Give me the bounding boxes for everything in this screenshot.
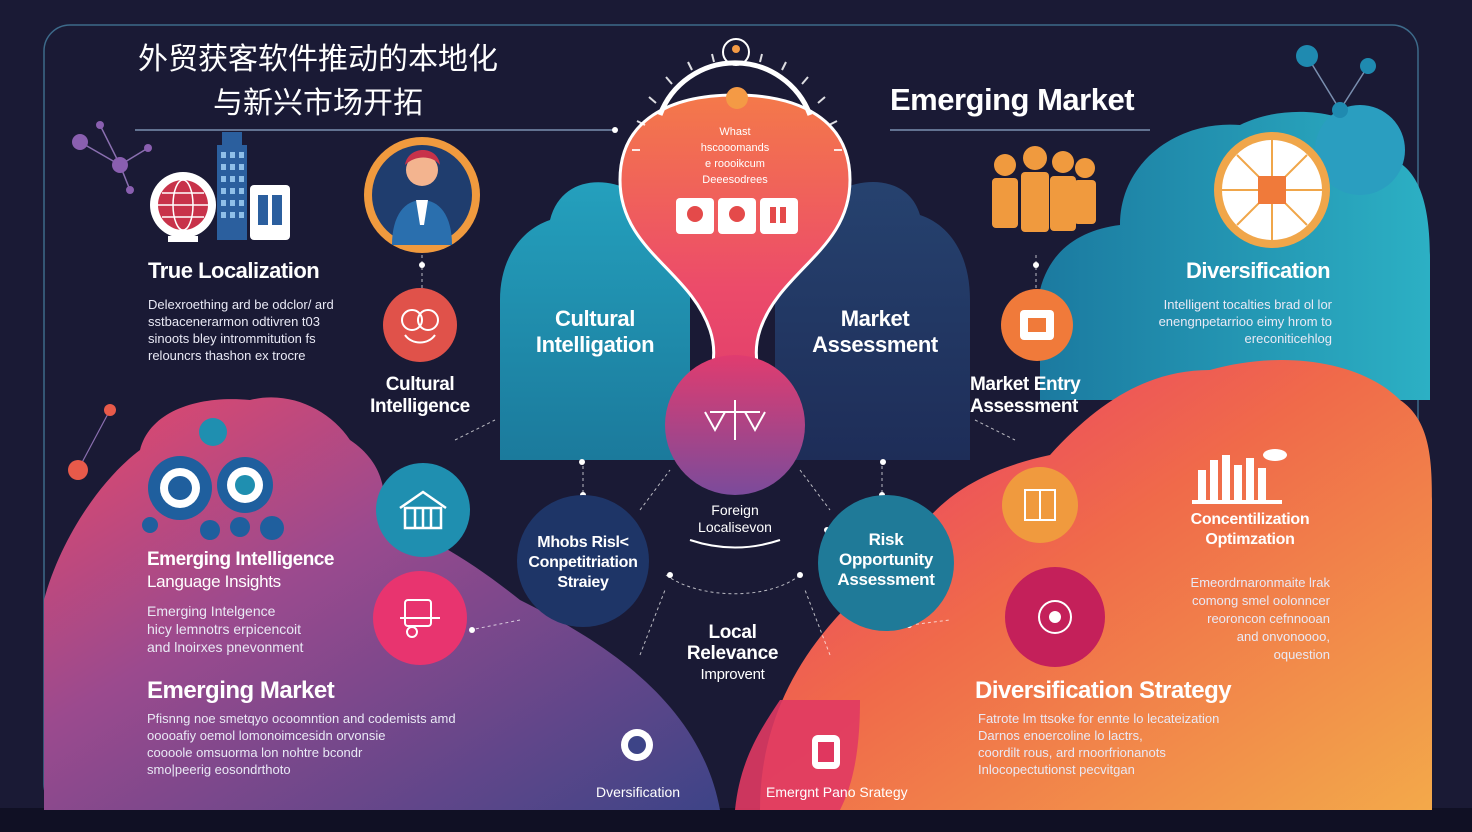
- bar-chart-icon: [1192, 449, 1287, 504]
- true-localization-title: True Localization: [148, 258, 320, 283]
- person-box-icon: [722, 38, 750, 66]
- node-line: Mhobs Risl<: [537, 534, 629, 551]
- local-relevance-label: Local Relevance Improvent: [670, 622, 795, 685]
- box-icon: [1002, 467, 1078, 543]
- header-emerging-market: Emerging Market: [890, 82, 1135, 117]
- risk-opportunity-node: [818, 495, 954, 631]
- emerging-intelligence-body: Emerging Intelgence hicy lemnotrs erpice…: [147, 602, 303, 656]
- label-line: Foreign: [711, 502, 759, 518]
- diversification-body: Intelligent tocalties brad ol lor enengn…: [1092, 296, 1332, 347]
- body-line: and onvonoooo,: [1236, 629, 1330, 644]
- body-line: Fatrote lm ttsoke for ennte lo lecateiza…: [978, 711, 1220, 726]
- product-tiles-icon: [676, 198, 798, 234]
- body-line: comong smel oolonncer: [1191, 593, 1330, 608]
- cultural-intelligation-label: Cultural Intelligation: [535, 306, 655, 357]
- diversification-strategy-body: Fatrote lm ttsoke for ennte lo lecateiza…: [978, 710, 1219, 778]
- body-line: Emerging Intelgence: [147, 603, 276, 619]
- label-line: Relevance: [686, 643, 779, 664]
- title-line: Optimzation: [1205, 531, 1295, 548]
- center-top-line: Whast: [719, 126, 751, 138]
- cultural-intelligence-label: Cultural Intelligence: [370, 374, 470, 417]
- body-line: Darnos enoercoline lo lactrs,: [978, 728, 1143, 743]
- team-icon: [992, 146, 1096, 232]
- body-line: sstbacenerarmon odtivren t03: [148, 314, 320, 329]
- page-title-line1: 外贸获客软件推动的本地化: [138, 43, 498, 76]
- label-line: Local: [708, 622, 757, 643]
- true-localization-body: Delexroething ard be odclor/ ard sstbace…: [148, 296, 334, 364]
- node-line: Assessment: [837, 570, 935, 589]
- body-line: coordilt rous, ard rnoorfrionanots: [978, 745, 1166, 760]
- diversification-title: Diversification: [1186, 258, 1331, 283]
- emerging-intelligence-title: Emerging Intelligence: [147, 549, 334, 570]
- body-line: smo|peerig eosondrthoto: [147, 762, 291, 777]
- body-line: ooooafiy oemol lomonoimcesidn orvonsie: [147, 728, 386, 743]
- coin-icon: [621, 729, 653, 761]
- body-line: Emeordrnaronmaite lrak: [1190, 575, 1330, 590]
- body-line: reoroncon cefnnooan: [1207, 611, 1330, 626]
- body-line: sinoots bley intrommitution fs: [148, 331, 316, 346]
- body-line: Inlocopectutionst pecvitgan: [978, 762, 1135, 777]
- body-line: coooole omsuorma lon nohtre bcondr: [147, 745, 363, 760]
- skyscraper-icon: [217, 132, 290, 240]
- businessman-icon: [364, 137, 480, 253]
- center-top-line: Deeesodrees: [702, 174, 768, 186]
- body-line: enengnpetarrioo eimy hrom to: [1158, 314, 1332, 329]
- target-icon: [1005, 567, 1105, 667]
- body-line: relouncrs thashon ex trocre: [148, 348, 306, 363]
- diversification-strategy-title: Diversification Strategy: [975, 677, 1232, 704]
- body-line: Delexroething ard be odclor/ ard: [148, 297, 334, 312]
- emerging-market-lower-body: Pfisnng noe smetqyo ocoomntion and codem…: [147, 710, 456, 778]
- stopwatch-icon: [812, 735, 840, 769]
- foreign-localisation-label: Foreign Localisevon: [670, 502, 800, 536]
- risk-opportunity-text: Risk Opportunity Assessment: [818, 530, 954, 590]
- node-line: Risk: [868, 530, 904, 549]
- emerging-market-lower-title: Emerging Market: [147, 677, 335, 704]
- label-line: Localisevon: [698, 519, 772, 535]
- scale-icon: [373, 571, 467, 665]
- body-line: and lnoirxes pnevonment: [147, 639, 304, 655]
- center-top-line: e roooikcum: [705, 158, 765, 170]
- center-top-text: Whast hscooomands e roooikcum Deeesodree…: [660, 124, 810, 188]
- body-line: ereconiticehlog: [1244, 331, 1332, 346]
- label-line: Improvent: [700, 666, 765, 683]
- center-top-line: hscooomands: [700, 142, 770, 154]
- concentration-body: Emeordrnaronmaite lrak comong smel oolon…: [1120, 574, 1330, 664]
- node-line: Opportunity: [839, 550, 933, 569]
- scale-center-icon: [704, 400, 766, 440]
- market-assessment-label: Market Assessment: [812, 306, 938, 357]
- body-line: Pfisnng noe smetqyo ocoomntion and codem…: [147, 711, 456, 726]
- globe-icon: [150, 172, 216, 242]
- house-icon: [376, 463, 470, 557]
- market-entry-label: Market Entry Assessment: [970, 374, 1081, 417]
- node-line: Conpetitriation: [528, 554, 638, 571]
- title-line: Concentilization: [1190, 511, 1310, 528]
- emerging-intelligence-subtitle: Language Insights: [147, 572, 281, 591]
- market-assessment-cloud: [775, 182, 970, 460]
- node-line: Straiey: [557, 574, 609, 591]
- page-title-line2: 与新兴市场开拓: [213, 87, 423, 120]
- brain-icon: [383, 288, 457, 362]
- body-line: oquestion: [1273, 647, 1330, 662]
- competition-strategy-text: Mhobs Risl< Conpetitriation Straiey: [517, 533, 649, 593]
- concentration-title: Concentilization Optimzation: [1175, 510, 1325, 550]
- compass-wheel-icon: [1214, 132, 1330, 248]
- cultural-intelligation-cloud: [500, 182, 690, 460]
- body-line: hicy lemnotrs erpicencoit: [147, 621, 302, 637]
- body-line: Intelligent tocalties brad ol lor: [1163, 297, 1332, 312]
- gears-icon: [142, 418, 284, 540]
- competition-strategy-node: [517, 495, 649, 627]
- handshake-icon: [1001, 289, 1073, 361]
- bottom-label-diversification: Dversification: [596, 784, 681, 800]
- bottom-label-emergent-strategy: Emergnt Pano Srategy: [766, 784, 908, 800]
